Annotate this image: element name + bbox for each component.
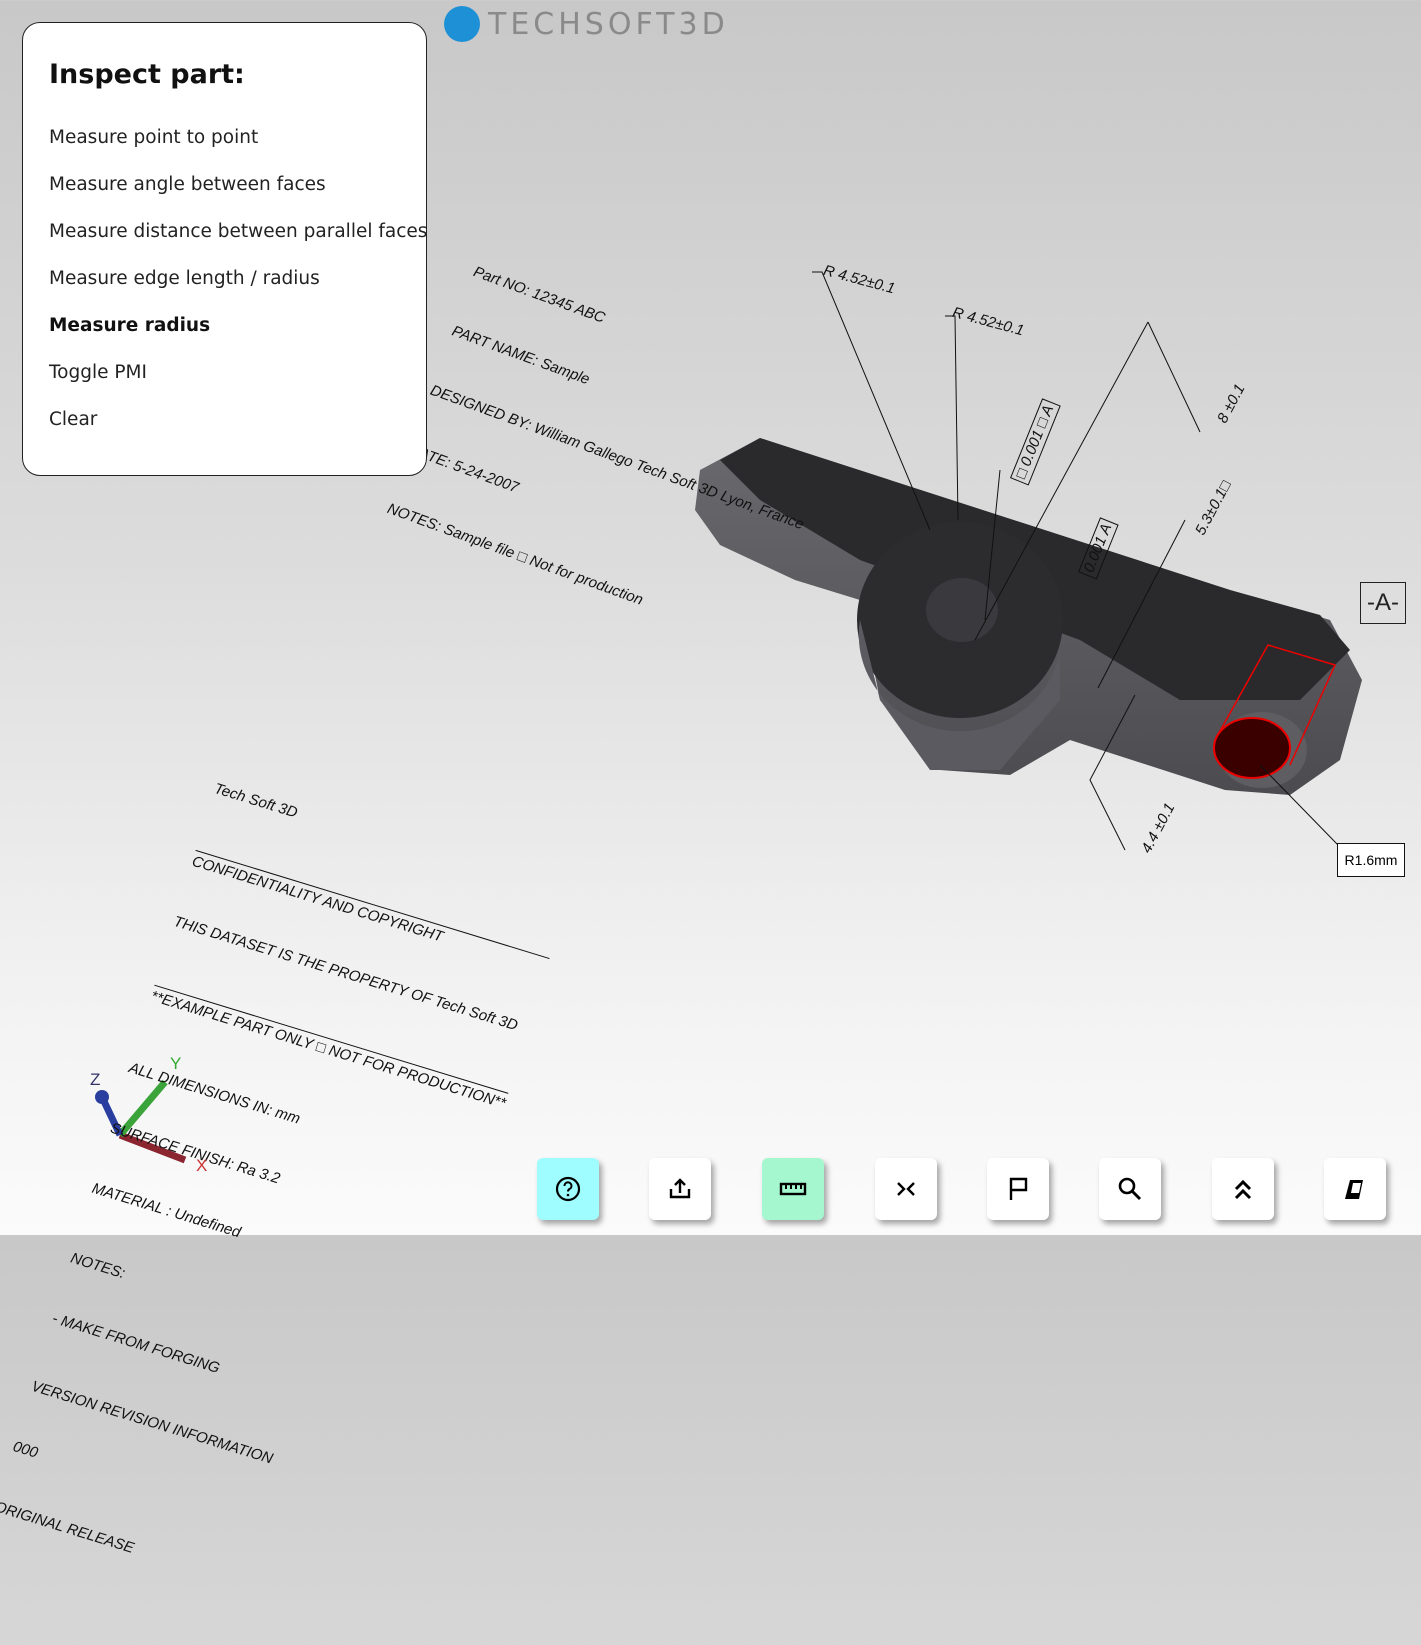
pmi-line: 000 [11, 1438, 40, 1462]
menu-measure-point-to-point[interactable]: Measure point to point [49, 127, 259, 148]
search-icon [1118, 1177, 1142, 1201]
logo-mark-icon [444, 6, 480, 42]
axis-y-label: Y [170, 1054, 182, 1073]
logo-text: TECHSOFT3D [488, 6, 729, 42]
help-button[interactable] [537, 1158, 599, 1220]
pmi-line: PART NAME: Sample [449, 322, 592, 389]
export-icon [669, 1178, 691, 1199]
eraser-icon [1345, 1180, 1363, 1199]
logo: TECHSOFT3D [444, 6, 729, 42]
flag-button[interactable] [987, 1158, 1049, 1220]
axis-x-label: X [196, 1156, 208, 1175]
chevron-double-up-icon [1234, 1179, 1252, 1200]
help-icon [555, 1176, 581, 1202]
search-button[interactable] [1099, 1158, 1161, 1220]
eraser-button[interactable] [1324, 1158, 1386, 1220]
menu-measure-angle[interactable]: Measure angle between faces [49, 174, 326, 195]
collapse-button[interactable] [875, 1158, 937, 1220]
measure-ruler-icon [779, 1182, 807, 1196]
expand-up-button[interactable] [1212, 1158, 1274, 1220]
menu-measure-radius[interactable]: Measure radius [49, 315, 211, 336]
axis-z-label: Z [90, 1070, 101, 1089]
pmi-line: ORIGINAL RELEASE [0, 1498, 137, 1557]
pmi-leader-lines [812, 271, 1339, 851]
menu-measure-edge[interactable]: Measure edge length / radius [49, 268, 320, 289]
axis-triad [95, 1079, 187, 1164]
menu-measure-parallel-faces[interactable]: Measure distance between parallel faces [49, 221, 428, 242]
radius-measurement-label: R1.6mm [1337, 843, 1405, 877]
export-button[interactable] [649, 1158, 711, 1220]
menu-toggle-pmi[interactable]: Toggle PMI [49, 362, 147, 383]
3d-viewport[interactable] [0, 0, 1421, 1235]
menu-clear[interactable]: Clear [49, 409, 98, 430]
measure-button[interactable] [762, 1158, 824, 1220]
flag-icon [1009, 1177, 1028, 1200]
datum-label: -A- [1360, 582, 1406, 624]
pmi-line: DESIGNED BY: William Gallego Tech Soft 3… [428, 381, 807, 534]
part-model[interactable] [695, 438, 1362, 795]
inspect-panel: Inspect part: Measure point to point Mea… [22, 22, 427, 476]
pmi-line: SURFACE FINISH: Ra 3.2 [108, 1119, 283, 1188]
collapse-icon [897, 1182, 915, 1196]
panel-title: Inspect part: [49, 59, 245, 90]
